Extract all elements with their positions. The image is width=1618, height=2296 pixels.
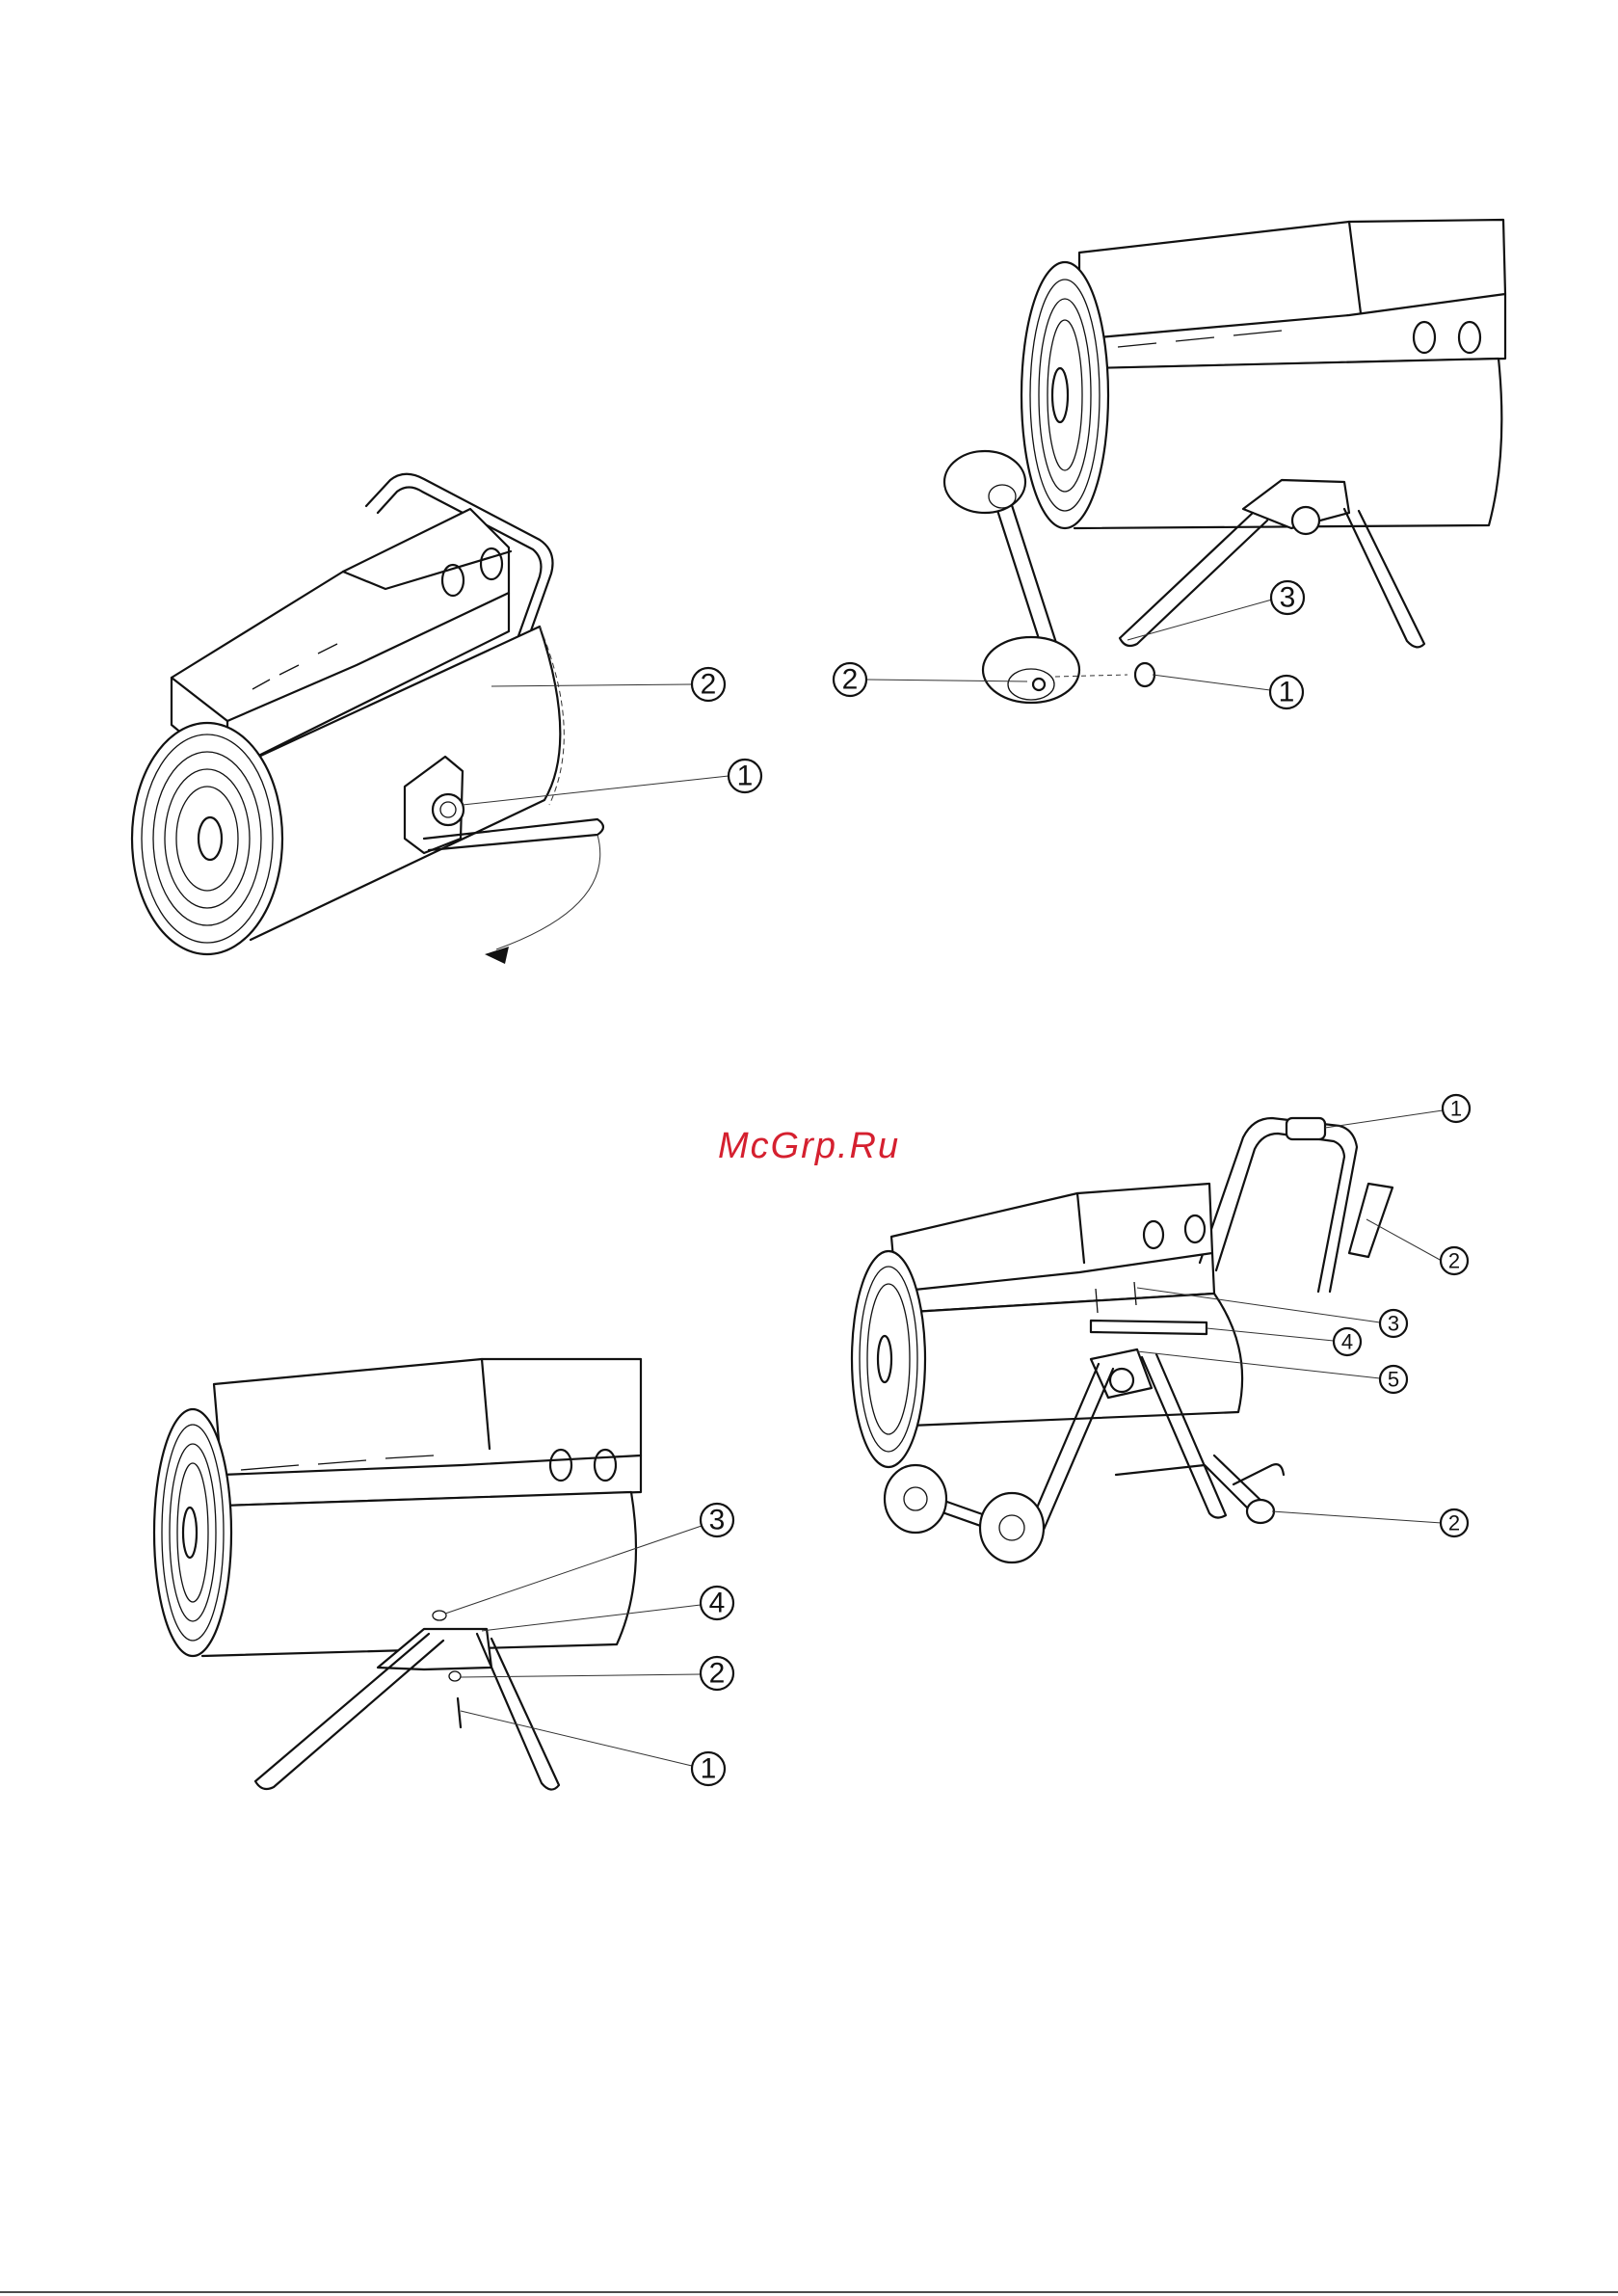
callout-fig4-2-cap: 2 (1272, 1509, 1468, 1536)
svg-text:1: 1 (737, 761, 754, 792)
callout-fig2-3: 3 (1127, 581, 1304, 640)
callout-fig2-1: 1 (1153, 675, 1303, 708)
svg-text:2: 2 (701, 669, 717, 701)
watermark-text: McGrp.Ru (718, 1126, 900, 1167)
svg-text:3: 3 (1280, 582, 1296, 614)
callout-fig4-1: 1 (1325, 1095, 1470, 1128)
svg-text:1: 1 (701, 1753, 717, 1785)
figure-bottom-left (154, 1359, 641, 1790)
svg-text:1: 1 (1279, 677, 1295, 708)
callout-fig4-2-plate: 2 (1366, 1219, 1468, 1274)
callout-fig3-1: 1 (461, 1711, 725, 1785)
svg-text:4: 4 (709, 1588, 726, 1619)
svg-text:5: 5 (1388, 1368, 1399, 1392)
svg-text:2: 2 (842, 664, 859, 696)
svg-text:2: 2 (1448, 1249, 1460, 1273)
svg-text:2: 2 (1448, 1511, 1460, 1535)
figure-top-right (944, 220, 1505, 703)
svg-text:3: 3 (709, 1505, 726, 1536)
svg-text:3: 3 (1388, 1312, 1399, 1336)
svg-text:1: 1 (1450, 1097, 1462, 1121)
svg-text:2: 2 (709, 1658, 726, 1690)
figure-top-left (132, 474, 603, 964)
figure-bottom-right (852, 1118, 1393, 1562)
svg-text:4: 4 (1341, 1330, 1353, 1354)
